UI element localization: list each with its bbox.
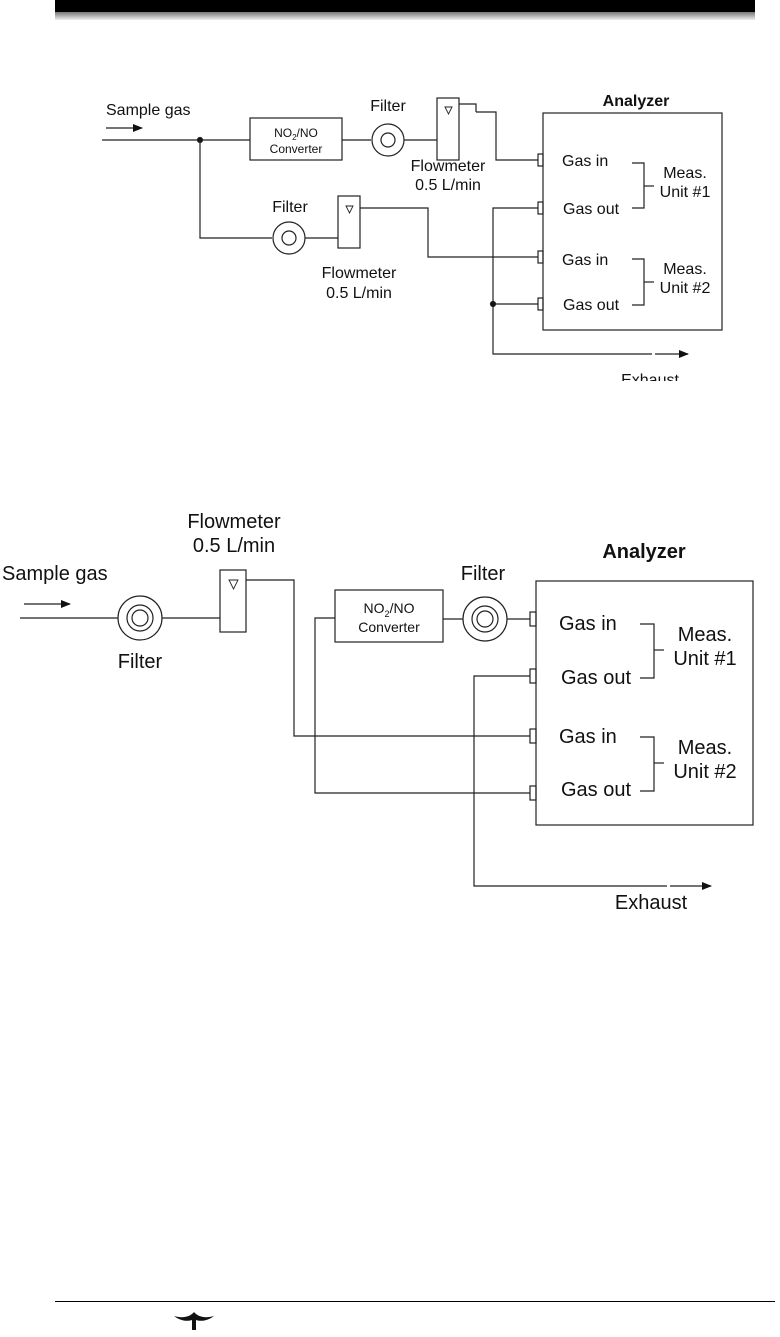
- diagram-2: [20, 569, 754, 890]
- d2-filter-inlet-icon: [117, 595, 163, 641]
- d1-flowmeter-top-label: Flowmeter: [411, 158, 486, 175]
- d1-meas-unit1-number: Unit #1: [660, 184, 711, 201]
- d2-gas-in-2: Gas in: [559, 726, 617, 748]
- header-bar: [55, 0, 755, 12]
- d2-flowmeter-rate: 0.5 L/min: [193, 535, 275, 557]
- d2-converter-box: [334, 589, 444, 643]
- diagram-1: [102, 97, 723, 358]
- d2-converter-label-2: Converter: [358, 619, 420, 635]
- d1-converter-label-2: Converter: [270, 142, 323, 156]
- d2-analyzer-title: Analyzer: [602, 541, 686, 563]
- d1-gas-out-2: Gas out: [563, 297, 620, 314]
- diagram-2-labels: Sample gas Filter Flowmeter 0.5 L/min NO…: [2, 511, 737, 914]
- d1-analyzer-title: Analyzer: [603, 93, 670, 110]
- d2-filter-inlet-label: Filter: [118, 651, 163, 673]
- d1-gas-in-1: Gas in: [562, 153, 608, 170]
- d2-flowmeter-label: Flowmeter: [187, 511, 281, 533]
- d2-filter-converter-icon: [462, 596, 508, 642]
- d1-converter-label: NO2/NO: [274, 126, 318, 142]
- d1-filter-lower-icon: [272, 221, 306, 255]
- d1-flowmeter-lower-rate: 0.5 L/min: [326, 285, 392, 302]
- d1-exhaust-junction-dot: [489, 300, 497, 308]
- d2-meas-unit1-number: Unit #1: [673, 648, 736, 670]
- d1-flowmeter-lower-icon: [337, 195, 361, 249]
- d2-meas-unit2-label: Meas.: [678, 737, 732, 759]
- d2-analyzer-box: [535, 580, 754, 826]
- d1-meas-unit2-number: Unit #2: [660, 280, 711, 297]
- d1-flowmeter-top-icon: [436, 97, 460, 161]
- d1-analyzer-box: [542, 112, 723, 331]
- d2-flowmeter-icon: [219, 569, 247, 633]
- d2-gas-in-1: Gas in: [559, 613, 617, 635]
- header-shadow: [55, 12, 755, 20]
- d2-gas-out-2: Gas out: [561, 779, 631, 801]
- d1-filter-top-label: Filter: [370, 98, 406, 115]
- d2-meas-unit1-label: Meas.: [678, 624, 732, 646]
- d1-meas-unit2-label: Meas.: [663, 261, 707, 278]
- d2-gas-out-1: Gas out: [561, 667, 631, 689]
- diagram-1-labels: Sample gas NO2/NO Converter Filter Flowm…: [106, 93, 710, 389]
- d1-flowmeter-lower-label: Flowmeter: [322, 265, 397, 282]
- d1-gas-in-2: Gas in: [562, 252, 608, 269]
- footer-rule: [55, 1301, 775, 1302]
- d2-converter-label: NO2/NO: [364, 600, 415, 619]
- d1-flowmeter-top-rate: 0.5 L/min: [415, 177, 481, 194]
- d2-exhaust-label: Exhaust: [615, 892, 688, 914]
- d1-gas-out-1: Gas out: [563, 201, 620, 218]
- d1-sample-gas-label: Sample gas: [106, 102, 191, 119]
- d2-meas-unit2-number: Unit #2: [673, 761, 736, 783]
- d2-filter-converter-label: Filter: [461, 563, 506, 585]
- teledyne-logo-icon: [172, 1310, 216, 1337]
- d1-converter-box: [249, 117, 343, 161]
- d1-filter-top-icon: [371, 123, 405, 157]
- d2-sample-gas-label: Sample gas: [2, 563, 108, 585]
- d1-filter-lower-label: Filter: [272, 199, 308, 216]
- d1-meas-unit1-label: Meas.: [663, 165, 707, 182]
